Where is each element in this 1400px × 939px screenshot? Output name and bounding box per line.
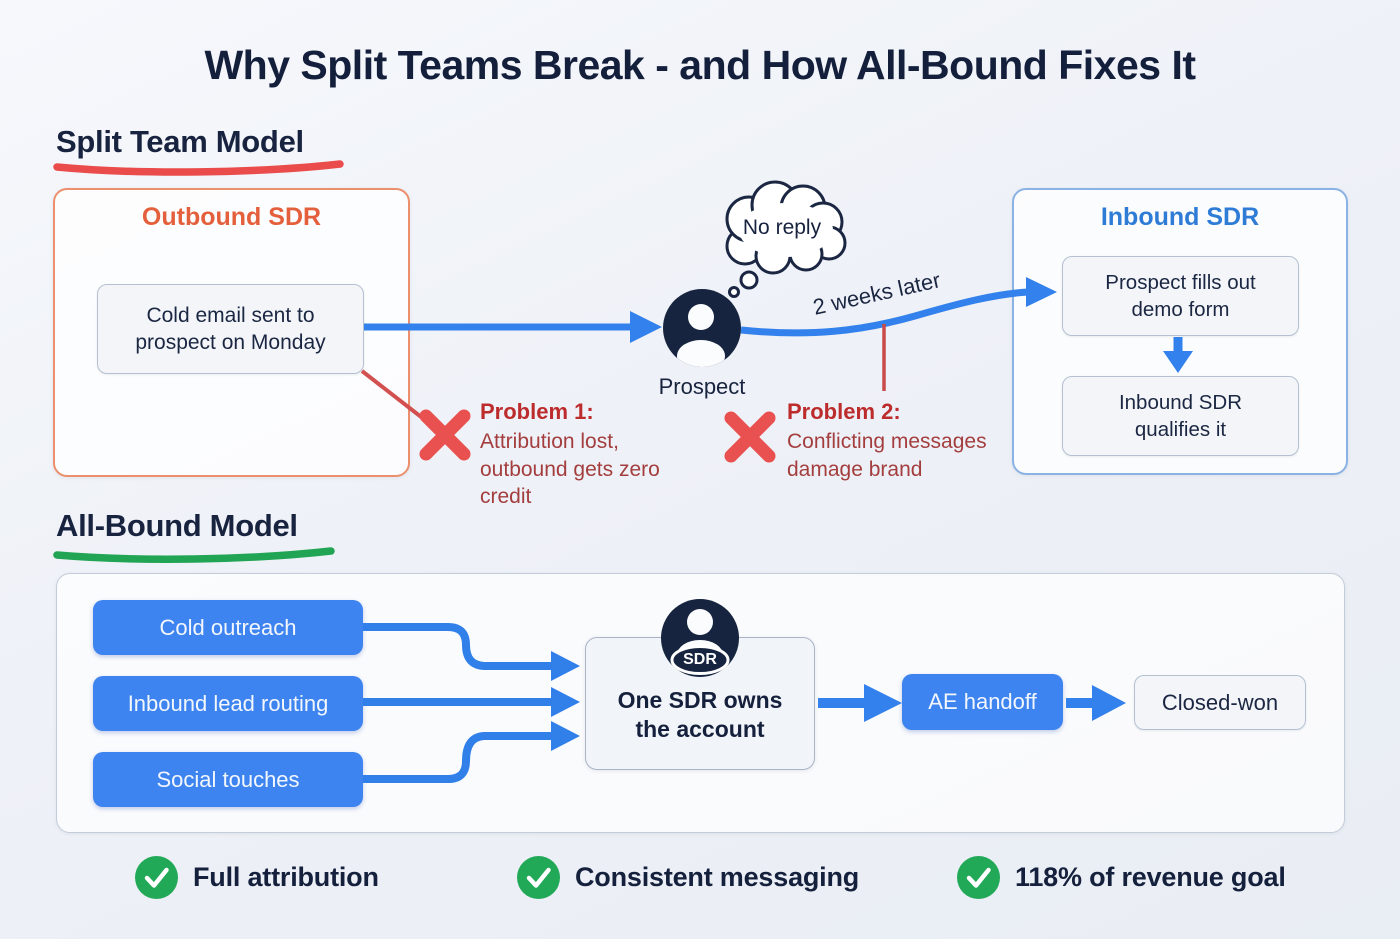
problem-2-callout: Problem 2: Conflicting messages damage b… [787, 399, 1017, 483]
inbound-sdr-title: Inbound SDR [1100, 203, 1260, 231]
check-icon [517, 856, 560, 899]
sdr-avatar-label: SDR [683, 651, 717, 668]
closed-won-box: Closed-won [1134, 675, 1306, 730]
cold-email-step: Cold email sent to prospect on Monday [97, 284, 364, 374]
channel-pill-social-touches: Social touches [93, 752, 363, 807]
x-icon [724, 411, 776, 463]
problem-2-title: Problem 2: [787, 399, 901, 424]
benefit-label: 118% of revenue goal [1015, 862, 1286, 892]
problem-1-body: Attribution lost, outbound gets zero cre… [480, 430, 660, 508]
check-icon [135, 856, 178, 899]
inbound-sdr-panel: Inbound SDR Prospect fills out demo form… [1012, 188, 1348, 475]
green-underline [53, 547, 335, 563]
benefit-label: Full attribution [193, 862, 379, 892]
outbound-sdr-title: Outbound SDR [141, 203, 322, 231]
timeline-label: 2 weeks later [810, 267, 943, 320]
benefit-consistent-messaging: Consistent messaging [517, 856, 859, 899]
benefit-full-attribution: Full attribution [135, 856, 379, 899]
prospect-avatar-icon [663, 289, 741, 367]
no-reply-label: No reply [742, 216, 822, 239]
problem-1-title: Problem 1: [480, 399, 594, 424]
problem-2-body: Conflicting messages damage brand [787, 430, 987, 481]
benefit-revenue-goal: 118% of revenue goal [957, 856, 1286, 899]
outbound-sdr-panel: Outbound SDR Cold email sent to prospect… [53, 188, 410, 477]
prospect-label: Prospect [658, 374, 746, 399]
channel-pill-cold-outreach: Cold outreach [93, 600, 363, 655]
allbound-model-heading: All-Bound Model [56, 508, 298, 543]
page-title: Why Split Teams Break - and How All-Boun… [204, 42, 1196, 88]
demo-form-step: Prospect fills out demo form [1062, 256, 1299, 336]
ae-handoff-box: AE handoff [902, 674, 1063, 730]
x-icon [419, 409, 471, 461]
check-icon [957, 856, 1000, 899]
qualify-step: Inbound SDR qualifies it [1062, 376, 1299, 456]
red-underline [53, 160, 344, 176]
benefit-label: Consistent messaging [575, 862, 860, 892]
problem-1-callout: Problem 1: Attribution lost, outbound ge… [480, 399, 700, 511]
channel-pill-inbound-lead-routing: Inbound lead routing [93, 676, 363, 731]
split-model-heading: Split Team Model [56, 124, 304, 159]
